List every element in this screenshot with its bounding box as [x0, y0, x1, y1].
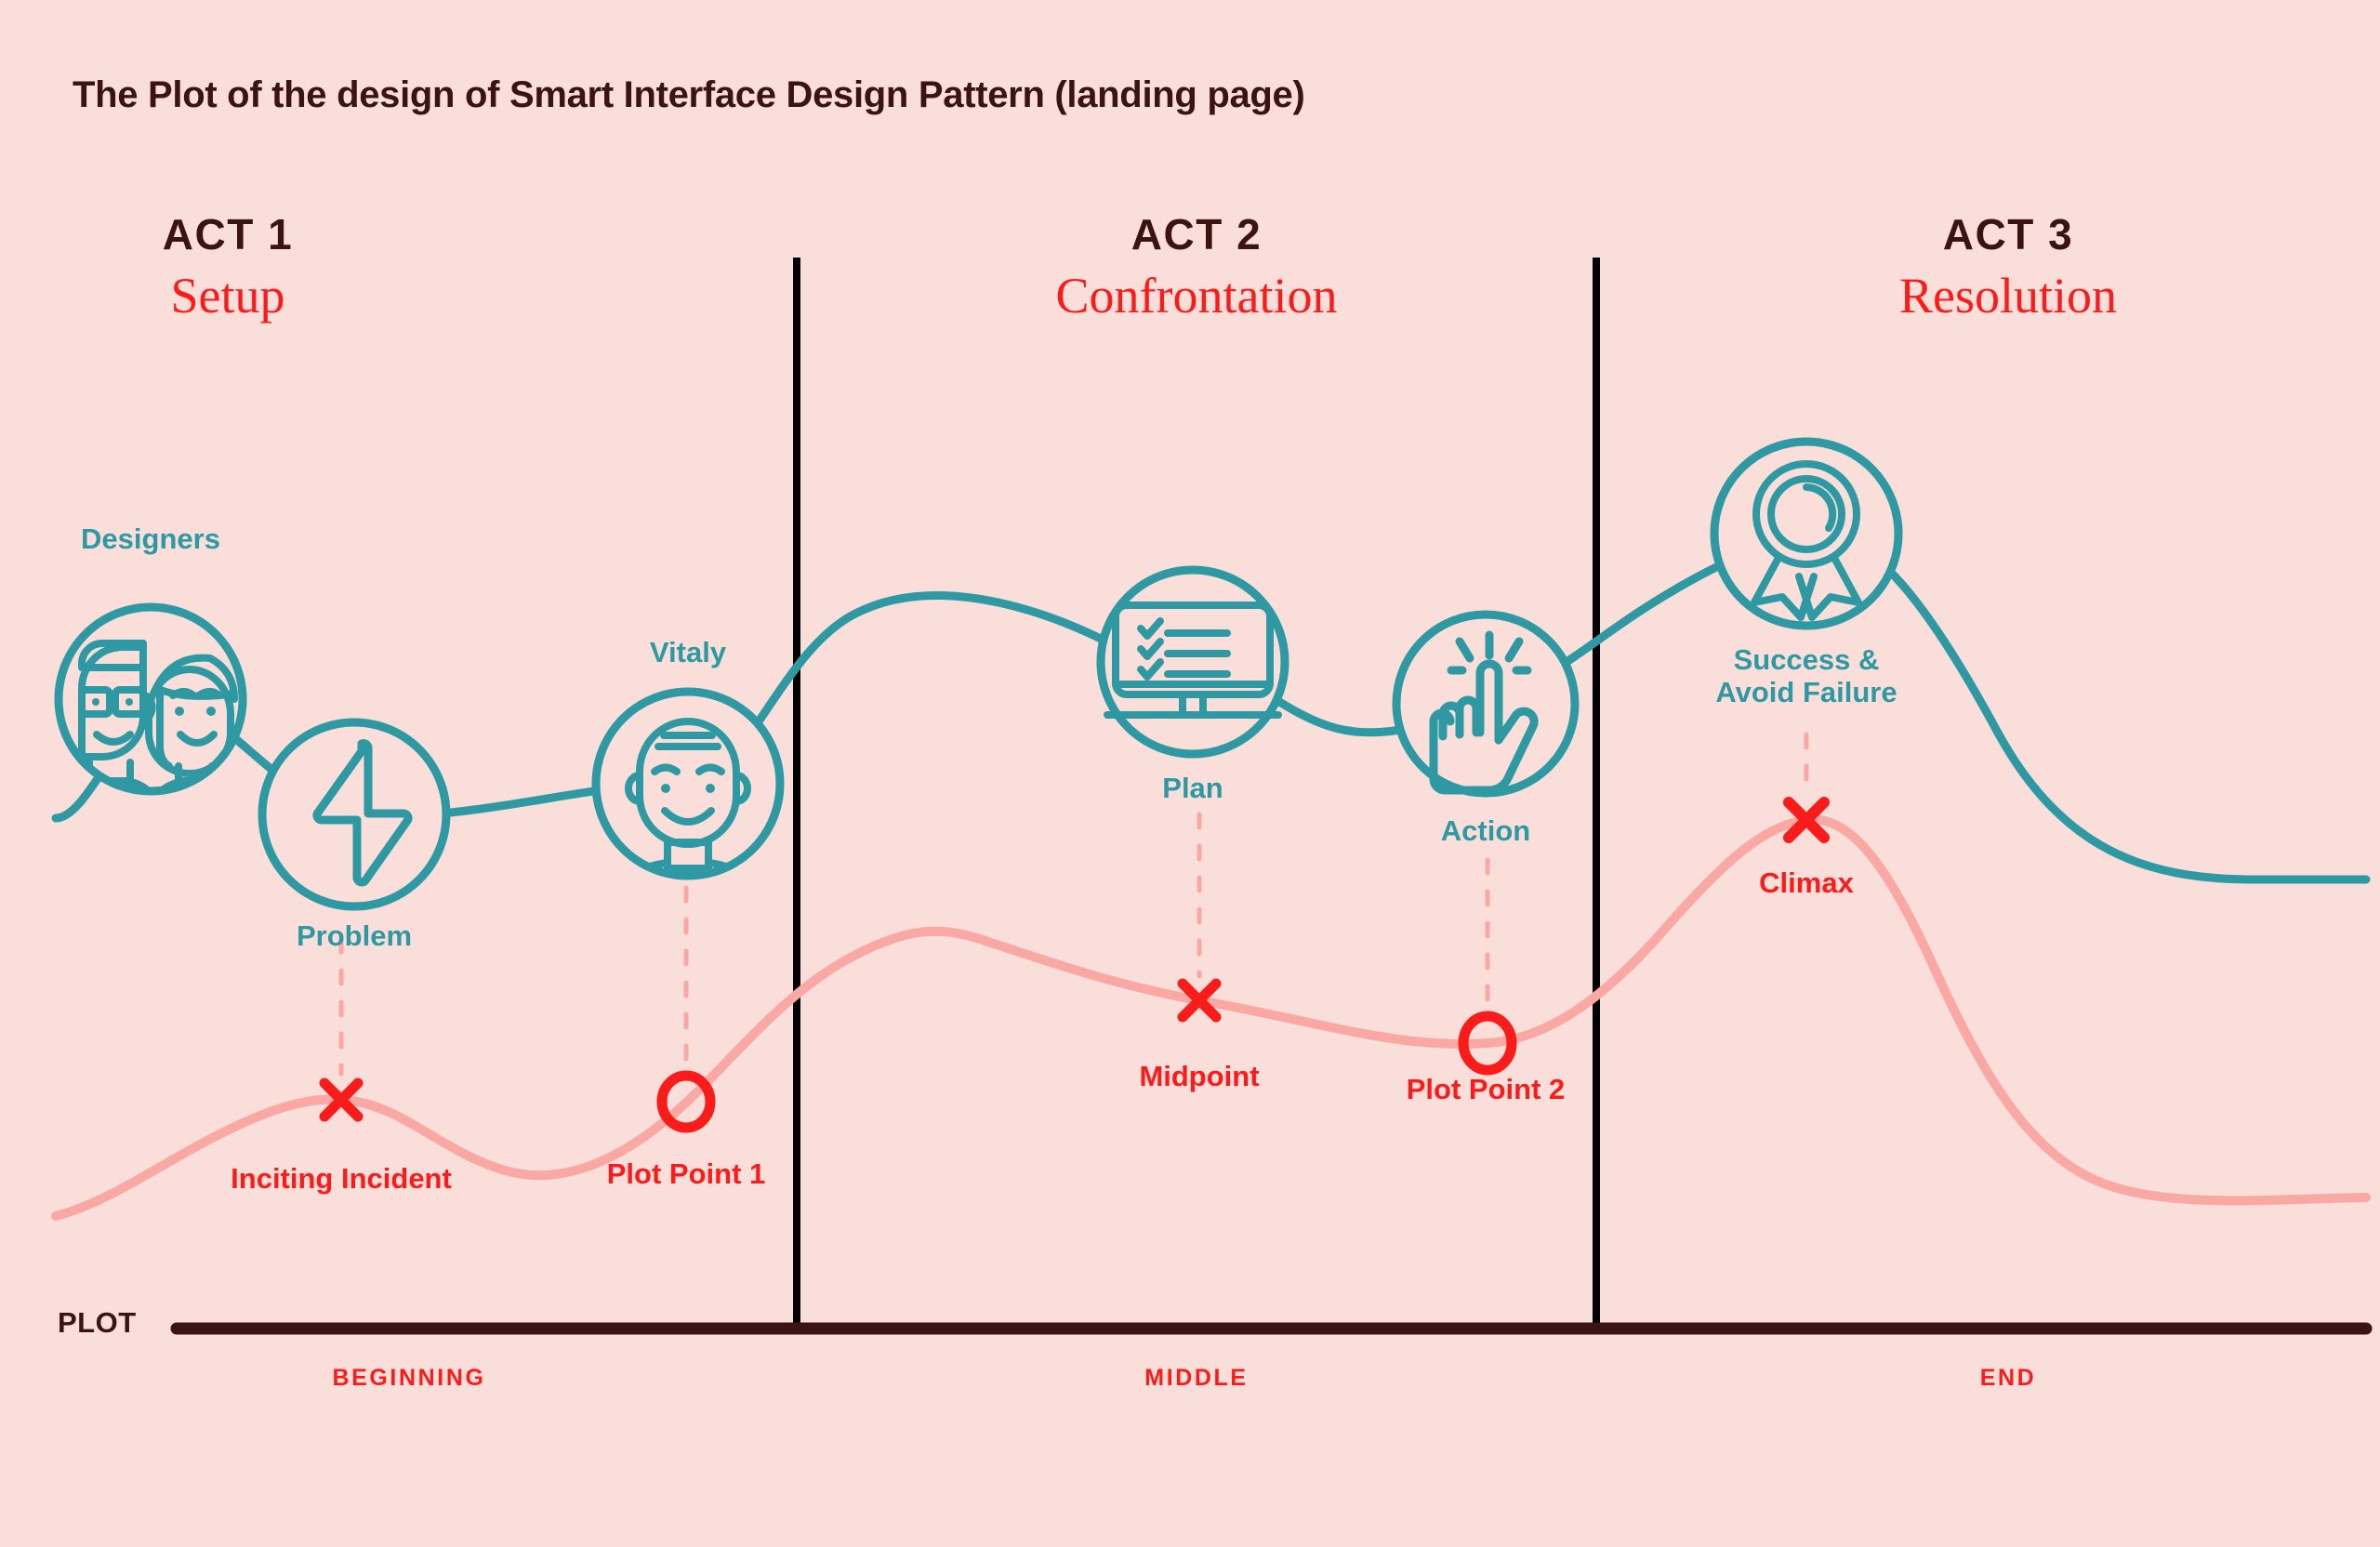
node-label-success: Success & Avoid Failure	[1639, 643, 1974, 709]
plot-label-inciting-incident: Inciting Incident	[231, 1162, 452, 1195]
node-label-action: Action	[1440, 814, 1531, 847]
marker-x-midpoint	[1177, 978, 1222, 1023]
node-label-designers: Designers	[81, 522, 220, 555]
act-3-name: Resolution	[1898, 268, 2117, 324]
axis-phase-end: END	[1979, 1365, 2037, 1391]
marker-circle-plot-point-1	[656, 1070, 716, 1133]
plot-curve-pink	[51, 814, 2371, 1221]
node-plan[interactable]	[1096, 565, 1289, 759]
plot-label-plot-point-2: Plot Point 2	[1406, 1073, 1566, 1105]
axis-phase-middle: MIDDLE	[1144, 1365, 1249, 1391]
award-ribbon-icon	[1751, 460, 1862, 621]
lightning-bolt-icon	[312, 739, 413, 887]
act-2-name: Confrontation	[1055, 268, 1338, 324]
node-vitaly[interactable]	[591, 687, 785, 898]
node-label-success-line1: Success &	[1733, 643, 1880, 676]
node-label-success-line2: Avoid Failure	[1715, 676, 1897, 709]
act-divider-lines	[793, 258, 1600, 1329]
node-action[interactable]	[1392, 610, 1580, 798]
act-3-number: ACT 3	[1942, 210, 2074, 258]
plot-label-midpoint: Midpoint	[1139, 1060, 1260, 1092]
problem-circle	[258, 718, 451, 911]
vitaly-circle	[591, 687, 785, 880]
act-1-name: Setup	[170, 268, 285, 324]
plot-markers	[319, 797, 1830, 1133]
node-label-plan: Plan	[1162, 772, 1223, 804]
act-1-number: ACT 1	[162, 210, 294, 258]
marker-x-climax	[1783, 797, 1830, 843]
plot-label-plot-point-1: Plot Point 1	[606, 1157, 766, 1190]
act-block-2: ACT 2 Confrontation	[918, 212, 1475, 326]
marker-x-inciting-incident	[319, 1078, 364, 1122]
two-people-icon	[62, 640, 239, 787]
marker-circle-plot-point-2	[1458, 1011, 1517, 1076]
dashed-connectors	[338, 732, 1809, 1081]
act-block-3: ACT 3 Resolution	[1729, 212, 2287, 326]
plan-circle	[1096, 565, 1289, 759]
act-block-1: ACT 1 Setup	[0, 212, 507, 326]
node-problem[interactable]	[258, 718, 451, 911]
success-circle	[1710, 437, 1903, 630]
node-label-vitaly: Vitaly	[649, 636, 727, 668]
act-2-number: ACT 2	[1130, 210, 1263, 258]
axis-phase-beginning: BEGINNING	[332, 1365, 486, 1391]
person-face-icon	[625, 718, 751, 872]
monitor-checklist-icon	[1104, 602, 1282, 719]
tap-hand-icon	[1429, 630, 1539, 795]
page-title: The Plot of the design of Smart Interfac…	[73, 74, 1305, 115]
axis-name-plot: PLOT	[58, 1306, 137, 1339]
designers-circle	[54, 602, 247, 796]
node-success[interactable]	[1710, 437, 1903, 630]
node-label-problem: Problem	[296, 919, 413, 952]
plot-label-climax: Climax	[1759, 866, 1854, 899]
